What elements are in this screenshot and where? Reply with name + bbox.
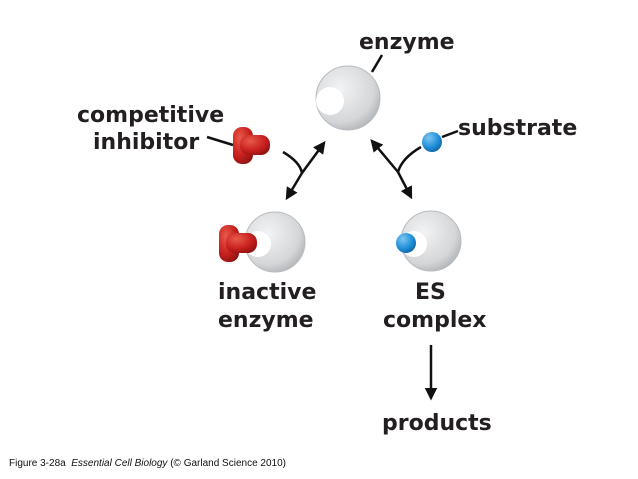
- substrate-binding-arrows: [370, 139, 422, 200]
- inactive-enzyme-complex: [219, 211, 306, 273]
- competitive-inhibitor-label-line1: competitive: [77, 103, 225, 128]
- es-complex: [396, 210, 462, 272]
- caption-prefix: Figure 3-28a: [9, 458, 66, 469]
- figure-caption: Figure 3-28a Essential Cell Biology (© G…: [9, 458, 286, 469]
- competitive-inhibitor-label-line2: inhibitor: [93, 130, 200, 155]
- es-complex-label-line2: complex: [383, 308, 487, 333]
- es-complex-label-line1: ES: [415, 280, 446, 305]
- substrate-pointer-line: [441, 129, 459, 139]
- competitive-inhibitor-molecule: [233, 127, 270, 164]
- substrate-label: substrate: [458, 116, 578, 141]
- inactive-enzyme-label-line1: inactive: [218, 280, 317, 305]
- substrate-molecule: [422, 132, 442, 152]
- free-enzyme: [315, 65, 381, 131]
- caption-book-title: Essential Cell Biology: [71, 458, 168, 469]
- enzyme-label: enzyme: [359, 30, 455, 55]
- inhibitor-binding-arrows: [282, 140, 326, 201]
- inhibitor-pointer-line: [206, 135, 234, 147]
- caption-credit: (© Garland Science 2010): [170, 458, 286, 469]
- enzyme-pointer-line: [370, 54, 384, 73]
- inactive-enzyme-label-line2: enzyme: [218, 308, 314, 333]
- products-label: products: [382, 411, 492, 436]
